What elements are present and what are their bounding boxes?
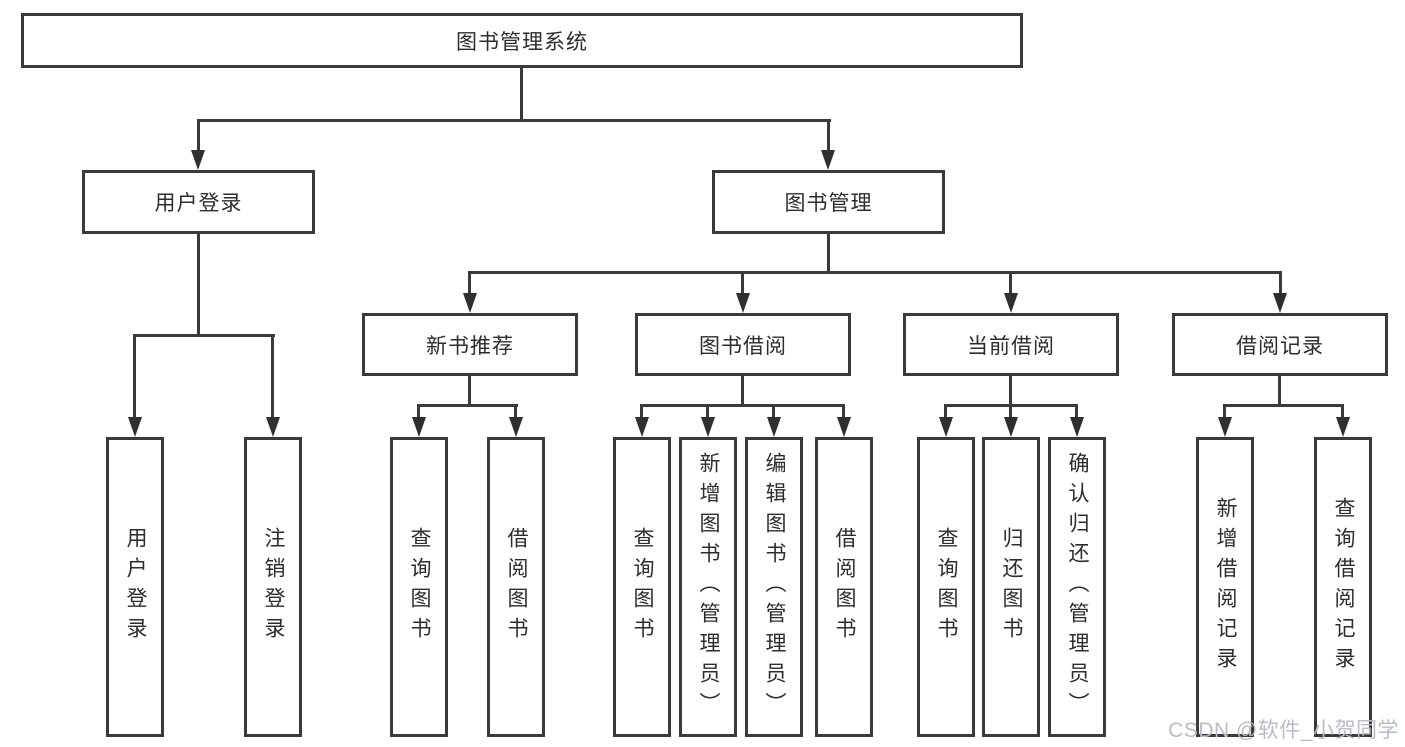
connector-drop: [417, 404, 420, 419]
node-label: 借阅图书: [505, 527, 528, 647]
node-label: 查询借阅记录: [1332, 497, 1355, 677]
node-label: 归还图书: [1000, 527, 1023, 647]
connector-bus: [640, 404, 845, 407]
connector-drop: [1279, 271, 1282, 295]
arrow-down-icon: [767, 417, 781, 437]
arrow-down-icon: [736, 293, 750, 313]
connector-stem: [827, 234, 830, 274]
arrow-down-icon: [191, 150, 205, 170]
leaf-user-login: 用户登录: [106, 437, 164, 737]
node-label: 注销登录: [262, 527, 285, 647]
node-label: 图书管理: [784, 192, 873, 215]
node-borrowing-records: 借阅记录: [1172, 313, 1388, 376]
connector-drop: [514, 404, 517, 419]
connector-drop: [706, 404, 709, 419]
connector-drop: [1009, 404, 1012, 419]
connector-stem: [1009, 376, 1012, 407]
arrow-down-icon: [939, 417, 953, 437]
connector-drop: [1341, 404, 1344, 419]
node-label: 编辑图书（管理员）: [763, 452, 786, 722]
leaf-confirm-return-admin: 确认归还（管理员）: [1048, 437, 1106, 737]
leaf-add-books-admin: 新增图书（管理员）: [679, 437, 737, 737]
arrow-down-icon: [509, 417, 523, 437]
leaf-return-books: 归还图书: [982, 437, 1040, 737]
node-label: 查询图书: [935, 527, 958, 647]
arrow-down-icon: [1070, 417, 1084, 437]
node-label: 查询图书: [408, 527, 431, 647]
node-label: 图书管理系统: [456, 30, 588, 54]
node-label: 查询图书: [631, 527, 654, 647]
node-book-borrowing: 图书借阅: [635, 313, 851, 376]
leaf-query-books-current: 查询图书: [917, 437, 975, 737]
connector-drop: [827, 119, 830, 152]
node-label: 借阅记录: [1236, 334, 1324, 358]
arrow-down-icon: [463, 293, 477, 313]
connector-stem: [1278, 376, 1281, 407]
leaf-query-books-recommend: 查询图书: [390, 437, 448, 737]
leaf-query-borrow-record: 查询借阅记录: [1314, 437, 1372, 737]
connector-bus: [418, 404, 518, 407]
node-book-management-group: 图书管理: [712, 170, 945, 234]
node-label: 用户登录: [154, 192, 243, 215]
connector-drop: [271, 334, 274, 418]
leaf-query-books-borrowing: 查询图书: [613, 437, 671, 737]
connector-drop: [1075, 404, 1078, 419]
leaf-logout: 注销登录: [244, 437, 302, 737]
connector-stem: [741, 376, 744, 407]
node-label: 确认归还（管理员）: [1066, 452, 1089, 722]
connector-drop: [197, 119, 200, 152]
node-label: 用户登录: [124, 527, 147, 647]
leaf-add-borrow-record: 新增借阅记录: [1196, 437, 1254, 737]
arrow-down-icon: [412, 417, 426, 437]
arrow-down-icon: [266, 417, 280, 437]
connector-drop: [842, 404, 845, 419]
arrow-down-icon: [128, 417, 142, 437]
connector-drop: [741, 271, 744, 295]
connector-drop: [772, 404, 775, 419]
node-label: 图书借阅: [699, 334, 787, 358]
node-label: 新书推荐: [426, 334, 514, 358]
node-user-login-group: 用户登录: [82, 170, 315, 234]
arrow-down-icon: [1218, 417, 1232, 437]
connector-bus: [197, 119, 831, 122]
node-label: 借阅图书: [833, 527, 856, 647]
node-root-system: 图书管理系统: [21, 13, 1023, 68]
arrow-down-icon: [1004, 417, 1018, 437]
node-label: 新增借阅记录: [1214, 497, 1237, 677]
arrow-down-icon: [837, 417, 851, 437]
node-current-borrowing: 当前借阅: [903, 313, 1119, 376]
connector-stem: [468, 376, 471, 407]
arrow-down-icon: [1336, 417, 1350, 437]
connector-bus: [134, 334, 275, 337]
connector-drop: [1009, 271, 1012, 295]
connector-stem: [520, 67, 523, 122]
connector-bus: [469, 271, 1282, 274]
arrow-down-icon: [701, 417, 715, 437]
connector-drop: [944, 404, 947, 419]
csdn-watermark: CSDN @软件_小贺同学: [1168, 719, 1399, 742]
arrow-down-icon: [1004, 293, 1018, 313]
node-new-book-recommend: 新书推荐: [362, 313, 578, 376]
connector-bus: [1223, 404, 1344, 407]
node-label: 新增图书（管理员）: [697, 452, 720, 722]
connector-drop: [133, 334, 136, 418]
connector-drop: [1223, 404, 1226, 419]
connector-drop: [640, 404, 643, 419]
leaf-borrow-books-recommend: 借阅图书: [487, 437, 545, 737]
arrow-down-icon: [1273, 293, 1287, 313]
node-label: 当前借阅: [967, 334, 1055, 358]
leaf-borrow-books: 借阅图书: [815, 437, 873, 737]
connector-drop: [468, 271, 471, 295]
arrow-down-icon: [821, 150, 835, 170]
leaf-edit-books-admin: 编辑图书（管理员）: [745, 437, 803, 737]
connector-stem: [197, 234, 200, 337]
arrow-down-icon: [635, 417, 649, 437]
